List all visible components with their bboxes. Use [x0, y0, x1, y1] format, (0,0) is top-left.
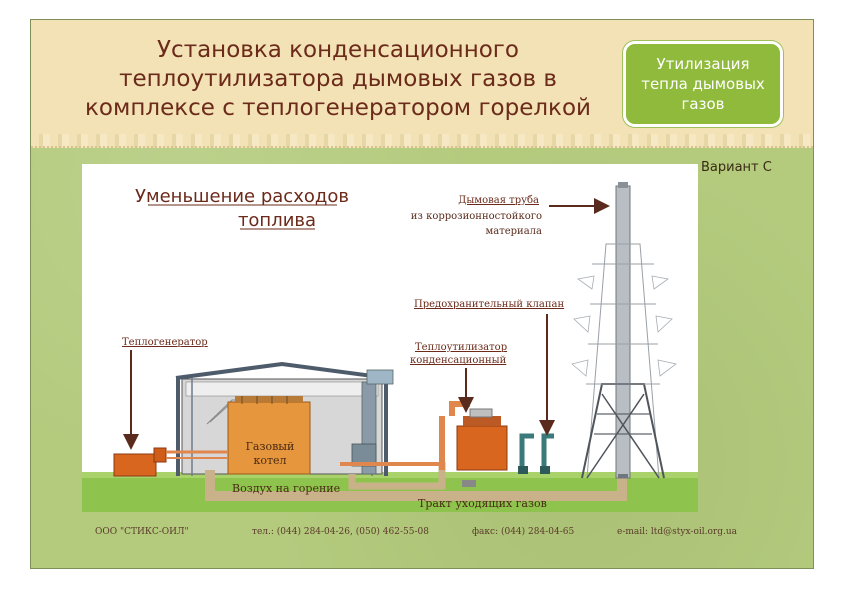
variant-label: Вариант С: [701, 160, 772, 175]
footer-phone: тел.: (044) 284-04-26, (050) 462-55-08: [252, 527, 429, 537]
process-diagram: Уменьшение расходов топлива: [82, 182, 698, 512]
chimney-label-line-1: Дымовая труба: [458, 195, 539, 206]
chimney-tower: [571, 182, 677, 479]
ground-top: [82, 472, 698, 478]
boiler-label-line-1: Газовый: [246, 440, 295, 453]
combustion-air-label: Воздух на горение: [232, 482, 340, 495]
title-line-3: комплексе с теплогенератором горелкой: [85, 95, 591, 121]
heat-utilizer-label-line-2: конденсационный: [410, 355, 507, 366]
diagram-heading-line-1: Уменьшение расходов: [135, 186, 349, 207]
header: Установка конденсационного теплоутилизат…: [31, 20, 813, 148]
slide-title: Установка конденсационного теплоутилизат…: [43, 36, 633, 123]
footer-fax: факс: (044) 284-04-65: [472, 527, 575, 537]
title-line-1: Установка конденсационного: [157, 37, 519, 63]
gas-boiler: Газовый котел: [227, 396, 311, 475]
diagram-panel: Уменьшение расходов топлива: [82, 164, 698, 512]
badge-line-2: тепла дымовых: [641, 75, 765, 93]
diagram-heading-line-2: топлива: [238, 210, 316, 231]
chimney-label-line-2: из коррозионностойкого: [411, 211, 542, 222]
topic-badge: Утилизация тепла дымовых газов: [623, 41, 783, 127]
flue-duct: [205, 462, 627, 501]
flue-path-label: Тракт уходящих газов: [418, 497, 547, 510]
title-line-2: теплоутилизатора дымовых газов в: [119, 66, 557, 92]
footer-email: e-mail: ltd@styx-oil.org.ua: [617, 527, 737, 537]
badge-line-3: газов: [681, 95, 725, 113]
chimney-label-line-3: материала: [485, 226, 542, 237]
heat-generator: [113, 447, 228, 477]
badge-line-1: Утилизация: [656, 55, 750, 73]
heat-generator-label: Теплогенератор: [122, 337, 208, 348]
safety-valve-label: Предохранительный клапан: [414, 299, 564, 310]
safety-valves: [518, 433, 554, 474]
footer-company: ООО "СТИКС-ОИЛ": [95, 527, 189, 537]
boiler-label-line-2: котел: [253, 454, 286, 467]
condensing-heat-utilizer: [439, 401, 508, 471]
heat-utilizer-label-line-1: Теплоутилизатор: [415, 342, 507, 353]
